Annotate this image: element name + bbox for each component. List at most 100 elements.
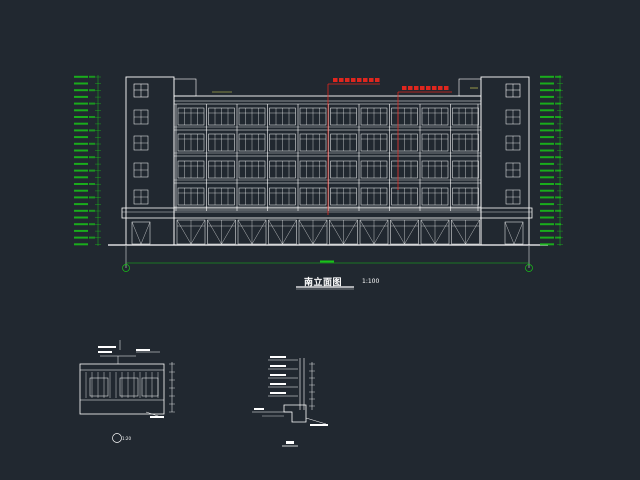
railing-note-glyph (150, 416, 164, 418)
railing-note-glyph (136, 349, 150, 351)
dimension-label-glyph (540, 89, 554, 92)
section-note-glyph (254, 408, 264, 410)
railing-panel (119, 377, 139, 397)
dimension-label-glyph (74, 156, 88, 159)
dimension-label-glyph (89, 196, 95, 199)
dimension-label-glyph (74, 229, 88, 232)
dimension-label-glyph (540, 243, 554, 246)
railing-panel (89, 377, 109, 397)
dimension-label-glyph (89, 169, 95, 172)
shopfront-gate-diagonal (434, 219, 450, 245)
dimension-label-glyph (74, 162, 88, 165)
shopfront-gate-diagonal (465, 219, 480, 245)
railing-frame (79, 363, 165, 415)
dimension-label-glyph (555, 169, 561, 172)
dimension-label-glyph (540, 149, 554, 152)
callout-label-glyph (438, 86, 443, 90)
dimension-label-glyph (540, 223, 554, 226)
callout-label-glyph (444, 86, 449, 90)
dimension-label-glyph (89, 183, 95, 185)
dimension-label-glyph (555, 236, 561, 239)
red-leader-callouts (327, 78, 452, 215)
dimension-label-glyph (74, 89, 88, 92)
callout-label-glyph (345, 78, 350, 82)
dimension-label-glyph (540, 142, 554, 145)
shopfront-gate-diagonal (190, 219, 206, 245)
door-diagonal (140, 221, 151, 245)
dimension-label-glyph (89, 209, 95, 212)
dimension-label-glyph (74, 243, 88, 246)
dimension-label-glyph (89, 102, 95, 105)
shopfront-gate-diagonal (298, 219, 314, 245)
callout-label-glyph (333, 78, 338, 82)
shopfront-gate-diagonal (312, 219, 328, 245)
dimension-label-glyph (74, 196, 88, 199)
dimension-label-glyph (89, 223, 95, 226)
dimension-label-glyph (540, 156, 554, 159)
door-diagonal (513, 221, 524, 245)
dimension-label-glyph (89, 116, 95, 118)
main-building-body (173, 95, 482, 246)
dimension-label-glyph (74, 209, 88, 212)
dimension-label-glyph (74, 176, 88, 179)
dimension-label-glyph (555, 129, 561, 132)
section-note-glyph (270, 356, 286, 358)
shopfront-gate-diagonal (329, 219, 344, 245)
dimension-label-glyph (89, 129, 95, 132)
dimension-label-glyph (74, 82, 88, 85)
roof-box-left (173, 78, 197, 97)
railing-panel (141, 377, 159, 397)
dimension-label-glyph (540, 75, 554, 78)
shopfront-gate-diagonal (237, 219, 253, 245)
drawing-title: 南立面图 (304, 278, 343, 288)
dimension-label-glyph (74, 149, 88, 152)
callout-label-glyph (432, 86, 437, 90)
dimension-label-glyph (74, 136, 88, 139)
roof-box-right (458, 78, 482, 97)
title-underline (296, 286, 354, 290)
dimension-label-glyph (89, 89, 95, 92)
dimension-label-glyph (74, 203, 88, 206)
dimension-label-glyph (74, 169, 88, 172)
dimension-label-glyph (540, 136, 554, 139)
section-detail-drawing (252, 356, 328, 447)
shopfront-gate-diagonal (359, 219, 375, 245)
section-note-glyph (270, 383, 286, 385)
dimension-label-glyph (555, 183, 561, 185)
dimension-label-glyph (540, 189, 554, 192)
callout-label-glyph (402, 86, 407, 90)
dimension-label-glyph (74, 122, 88, 125)
shopfront-gate-diagonal (221, 219, 236, 245)
shopfront-gate-diagonal (251, 219, 267, 245)
callout-label-glyph (339, 78, 344, 82)
dimension-label-glyph (74, 75, 88, 78)
overall-dimension-glyph (320, 260, 334, 263)
dimension-label-glyph (540, 176, 554, 179)
tower-door-right (504, 221, 524, 245)
section-note-glyph (270, 392, 286, 394)
section-note-glyph (270, 365, 286, 367)
detail-scale-tag: 1:20 (122, 436, 131, 441)
dimension-label-glyph (540, 183, 554, 185)
dimension-label-glyph (74, 189, 88, 192)
shopfront-gate-diagonal (268, 219, 283, 245)
dimension-label-glyph (74, 183, 88, 185)
dimension-label-glyph (540, 162, 554, 165)
dimension-label-glyph (555, 116, 561, 118)
dimension-label-glyph (540, 129, 554, 132)
dimension-label-glyph (89, 142, 95, 145)
dimension-label-glyph (540, 102, 554, 105)
door-diagonal (504, 221, 515, 245)
axis-bubble-left (122, 264, 130, 272)
railing-note-glyph (98, 351, 112, 353)
shopfront-gate-diagonal (176, 219, 192, 245)
dimension-label-glyph (540, 109, 554, 112)
callout-label-glyph (426, 86, 431, 90)
dimension-label-glyph (89, 156, 95, 159)
callout-label-glyph (420, 86, 425, 90)
callout-label-glyph (375, 78, 380, 82)
right-stair-tower (480, 76, 530, 246)
drawing-scale: 1:100 (362, 278, 380, 285)
dimension-label-glyph (555, 196, 561, 199)
